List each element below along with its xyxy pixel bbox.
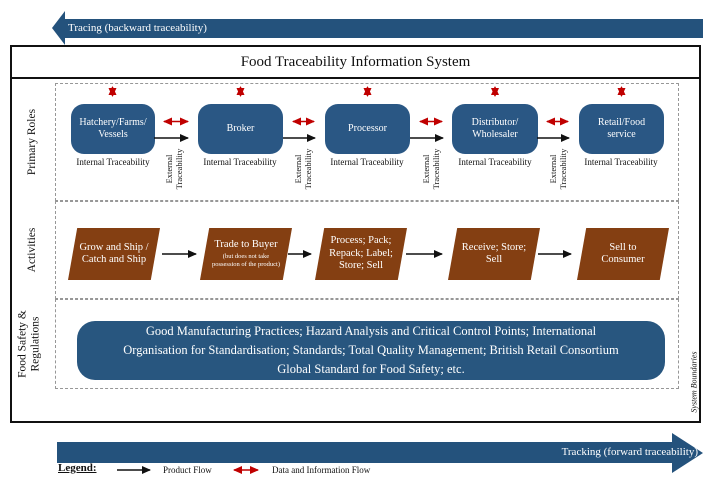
activity-trade-to-buyer: Trade to Buyer (but does not take posses… bbox=[200, 228, 292, 280]
legend-data-flow-label: Data and Information Flow bbox=[272, 465, 371, 475]
external-traceability-label: External Traceability bbox=[548, 148, 568, 190]
tracking-arrowhead-icon bbox=[672, 433, 703, 473]
legend-title: Legend: bbox=[58, 462, 97, 474]
tracing-arrowhead-icon bbox=[52, 11, 65, 45]
role-box-hatchery-farms-vessels: Hatchery/Farms/ Vessels bbox=[71, 104, 155, 154]
internal-traceability-label: Internal Traceability bbox=[330, 157, 404, 167]
activity-sell-to-consumer: Sell to Consumer bbox=[577, 228, 669, 280]
internal-traceability-label: Internal Traceability bbox=[584, 157, 658, 167]
role-box-retail-food-service: Retail/Food service bbox=[579, 104, 664, 154]
row-label-regulations: Food Safety & Regulations bbox=[16, 310, 42, 378]
activities-region bbox=[55, 201, 679, 299]
role-box-distributor-wholesaler: Distributor/ Wholesaler bbox=[452, 104, 538, 154]
external-traceability-label: External Traceability bbox=[293, 148, 313, 190]
tracking-banner bbox=[57, 442, 673, 463]
row-label-primary-roles: Primary Roles bbox=[25, 108, 38, 176]
internal-traceability-label: Internal Traceability bbox=[203, 157, 277, 167]
tracing-banner: Tracing (backward traceability) bbox=[64, 19, 703, 38]
activity-process-pack: Process; Pack; Repack; Label; Store; Sel… bbox=[315, 228, 407, 280]
role-box-broker: Broker bbox=[198, 104, 283, 154]
system-boundaries-label: System Boundaries bbox=[689, 351, 699, 413]
system-frame: Food Traceability Information System bbox=[10, 45, 701, 423]
internal-traceability-label: Internal Traceability bbox=[76, 157, 150, 167]
activity-receive-store-sell: Receive; Store; Sell bbox=[448, 228, 540, 280]
external-traceability-label: External Traceability bbox=[421, 148, 441, 190]
regulations-region bbox=[55, 299, 679, 389]
activity-note: (but does not take possession of the pro… bbox=[211, 252, 281, 268]
regulations-box: Good Manufacturing Practices; Hazard Ana… bbox=[77, 321, 665, 380]
internal-traceability-label: Internal Traceability bbox=[458, 157, 532, 167]
activity-grow-ship: Grow and Ship / Catch and Ship bbox=[68, 228, 160, 280]
activity-title: Trade to Buyer bbox=[214, 239, 278, 251]
page-title: Food Traceability Information System bbox=[12, 47, 699, 79]
primary-roles-region bbox=[55, 83, 679, 201]
tracking-banner-label: Tracking (forward traceability) bbox=[561, 446, 698, 458]
tracing-banner-label: Tracing (backward traceability) bbox=[68, 22, 207, 34]
external-traceability-label: External Traceability bbox=[164, 148, 184, 190]
legend-product-flow-label: Product Flow bbox=[163, 465, 212, 475]
role-box-processor: Processor bbox=[325, 104, 410, 154]
